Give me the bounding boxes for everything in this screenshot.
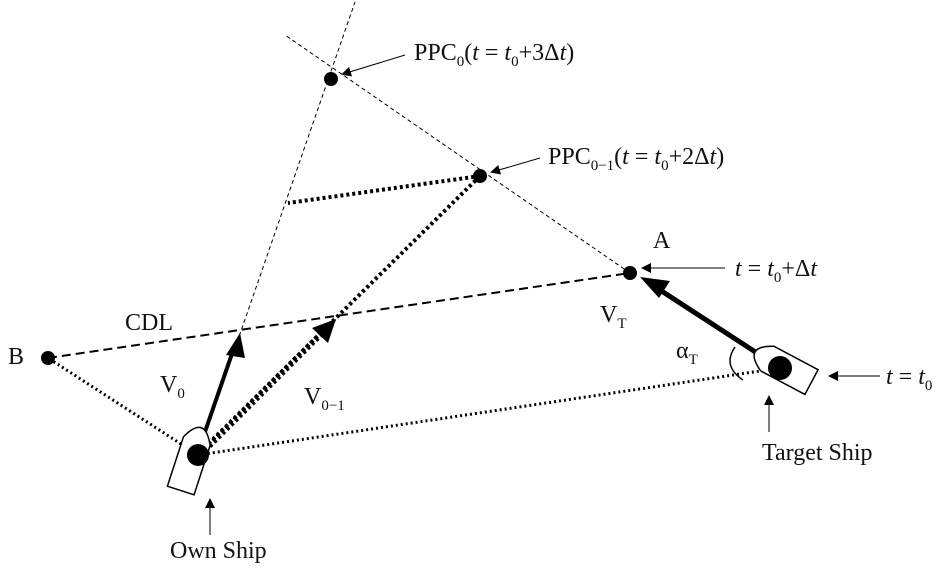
ppc01-pointer-arrow xyxy=(490,157,541,175)
cdl-label: CDL xyxy=(125,310,173,336)
vt-label: VT xyxy=(600,302,627,332)
v01-arrowhead xyxy=(312,319,336,343)
ppc01-label: PPC0−1(t = t0+2Δt) xyxy=(548,144,724,174)
alpha-t-arc xyxy=(729,346,744,381)
ppc01-to-left-dotted-line xyxy=(287,174,481,205)
v01-label: V0−1 xyxy=(304,384,345,414)
point-a-dot xyxy=(623,266,637,280)
own-ship-label: Own Ship xyxy=(170,538,267,564)
time-a-label: t = t0+Δt xyxy=(735,256,818,286)
ppc0-label: PPC0(t = t0+3Δt) xyxy=(414,40,574,70)
target-ship-dot xyxy=(768,356,792,380)
own-to-target-dotted-line xyxy=(197,366,781,457)
vt-arrowhead xyxy=(640,277,670,298)
ppc0-point xyxy=(324,72,338,86)
point-b-label: B xyxy=(8,344,24,370)
point-b-dot xyxy=(41,351,55,365)
alpha-t-label: αT xyxy=(676,338,698,368)
ppc01-point xyxy=(473,169,487,183)
point-a-label: A xyxy=(653,228,671,254)
v0-arrowhead xyxy=(226,333,245,358)
target-ship-label: Target Ship xyxy=(762,440,873,466)
time-target-label: t = t0 xyxy=(886,364,932,394)
v0-label: V0 xyxy=(160,372,185,402)
own-ship-dot xyxy=(187,444,209,466)
ppc0-pointer-arrow xyxy=(341,54,406,77)
